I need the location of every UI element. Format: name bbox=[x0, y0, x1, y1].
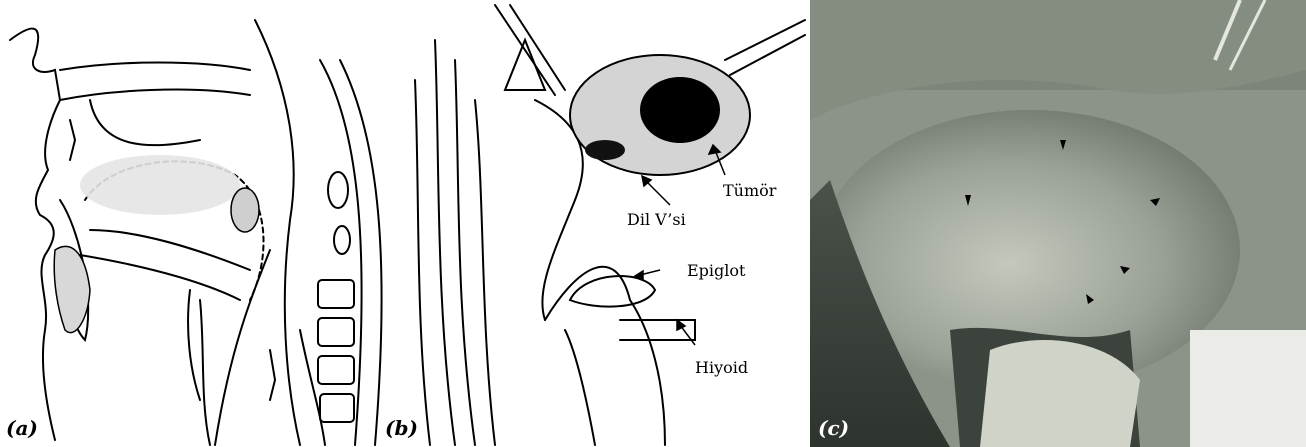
callout-hyoid: Hiyoid bbox=[695, 358, 748, 377]
callout-tongue-v: Dil V’si bbox=[627, 210, 686, 229]
surgical-exposure-illustration bbox=[395, 0, 810, 447]
sagittal-section-illustration bbox=[0, 0, 395, 447]
panel-a-sagittal-drawing: (a) bbox=[0, 0, 395, 447]
callout-tumor: Tümör bbox=[723, 181, 776, 200]
panel-c-intraoperative-photo: (c) bbox=[810, 0, 1306, 447]
panel-label-a: (a) bbox=[6, 416, 38, 440]
panel-b-surgical-drawing: Tümör Dil V’si Epiglot Hiyoid (b) bbox=[395, 0, 810, 447]
callout-epiglottis: Epiglot bbox=[687, 261, 745, 280]
panel-label-c: (c) bbox=[818, 416, 849, 440]
intraoperative-photograph bbox=[810, 0, 1306, 447]
panel-label-b: (b) bbox=[385, 416, 418, 440]
